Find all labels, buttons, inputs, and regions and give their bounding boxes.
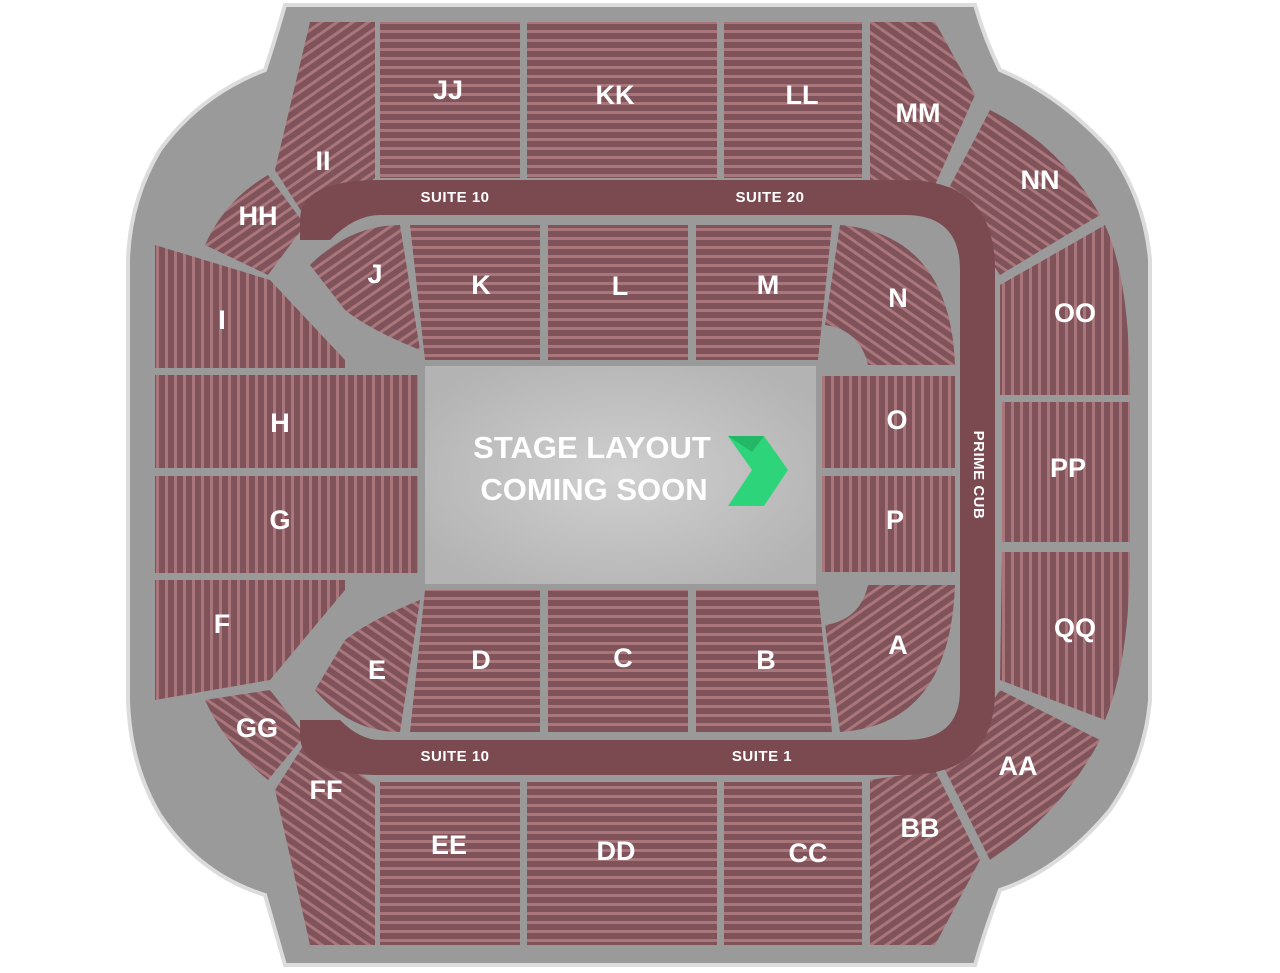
section-DD[interactable]: DD	[527, 782, 717, 945]
suite-label-top-left: SUITE 10	[420, 189, 489, 206]
green-chevron-logo-icon	[728, 436, 788, 506]
stage-layout-text-line1: STAGE LAYOUT	[473, 430, 711, 465]
section-label: QQ	[1054, 613, 1096, 643]
section-label: II	[315, 146, 330, 176]
section-label: MM	[896, 98, 941, 128]
section-label: C	[613, 643, 633, 673]
section-label: P	[886, 505, 904, 535]
section-MM[interactable]: MM	[870, 22, 975, 185]
section-LL[interactable]: LL	[724, 22, 862, 178]
section-L[interactable]: L	[548, 225, 688, 360]
section-CC[interactable]: CC	[724, 782, 862, 945]
section-G[interactable]: G	[155, 476, 418, 573]
section-label: B	[756, 645, 776, 675]
section-I[interactable]: I	[155, 245, 345, 368]
section-H[interactable]: H	[155, 375, 418, 468]
section-label: OO	[1054, 298, 1096, 328]
section-label: GG	[236, 713, 278, 743]
section-label: DD	[597, 836, 636, 866]
section-label: K	[471, 270, 491, 300]
section-GG[interactable]: GG	[205, 690, 305, 780]
section-label: I	[218, 305, 226, 335]
section-KK[interactable]: KK	[527, 22, 717, 178]
section-PP[interactable]: PP	[1002, 402, 1130, 542]
section-label: AA	[999, 751, 1038, 781]
section-JJ[interactable]: JJ	[380, 22, 520, 178]
section-label: M	[757, 270, 780, 300]
suite-label-bottom-right: SUITE 1	[732, 748, 792, 765]
section-label: BB	[901, 813, 940, 843]
section-label: A	[888, 630, 908, 660]
section-label: N	[888, 283, 908, 313]
arena-floor	[425, 366, 816, 584]
section-A[interactable]: A	[825, 585, 955, 732]
section-label: E	[368, 655, 386, 685]
section-QQ[interactable]: QQ	[1000, 552, 1130, 720]
section-label: HH	[239, 201, 278, 231]
section-B[interactable]: B	[696, 590, 832, 732]
section-label: JJ	[433, 75, 463, 105]
section-label: D	[471, 645, 491, 675]
section-HH[interactable]: HH	[205, 175, 305, 275]
section-E[interactable]: E	[315, 600, 420, 732]
section-D[interactable]: D	[410, 590, 540, 732]
section-label: F	[214, 609, 231, 639]
section-OO[interactable]: OO	[1000, 225, 1130, 395]
suite-label-bottom-left: SUITE 10	[420, 748, 489, 765]
stage-layout-text-line2: COMING SOON	[480, 472, 707, 507]
section-J[interactable]: J	[310, 225, 420, 350]
section-label: EE	[431, 830, 467, 860]
section-label: FF	[310, 775, 343, 805]
section-M[interactable]: M	[696, 225, 832, 360]
section-FF[interactable]: FF	[275, 735, 375, 945]
section-label: NN	[1021, 165, 1060, 195]
section-EE[interactable]: EE	[380, 782, 520, 945]
section-label: PP	[1050, 453, 1086, 483]
section-label: LL	[786, 80, 819, 110]
section-label: H	[270, 408, 290, 438]
suite-label-right: PRIME CUB	[970, 431, 987, 520]
section-label: J	[367, 259, 382, 289]
section-label: O	[886, 405, 907, 435]
section-O[interactable]: O	[822, 376, 955, 468]
section-F[interactable]: F	[155, 580, 345, 700]
section-label: CC	[789, 838, 828, 868]
section-label: G	[269, 505, 290, 535]
section-N[interactable]: N	[825, 225, 955, 365]
section-label: KK	[596, 80, 635, 110]
suite-label-top-right: SUITE 20	[735, 189, 804, 206]
section-C[interactable]: C	[548, 590, 688, 732]
section-label: L	[612, 271, 629, 301]
section-P[interactable]: P	[822, 476, 955, 572]
section-II[interactable]: II	[275, 22, 375, 225]
section-K[interactable]: K	[410, 225, 540, 360]
section-BB[interactable]: BB	[870, 770, 980, 945]
